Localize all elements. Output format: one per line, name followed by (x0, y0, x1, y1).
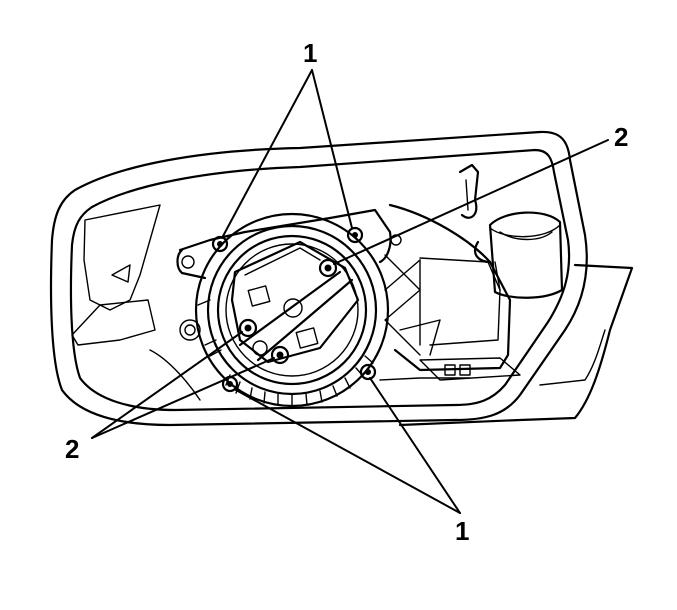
leader-1-bottom-b (369, 377, 461, 514)
callout-2-right: 2 (614, 122, 628, 152)
callout-1-top: 1 (303, 38, 317, 68)
screw-lower-right (359, 363, 377, 381)
leader-1-top-b (311, 69, 353, 229)
retainer-bottom (270, 345, 290, 365)
pivot-plate (230, 240, 360, 364)
screw-upper-right (346, 226, 364, 244)
leader-2-right (333, 139, 609, 265)
retainer-top (318, 258, 338, 278)
actuator-cylinder (458, 163, 564, 299)
retainers (238, 258, 338, 365)
leader-1-top-a (221, 69, 313, 239)
retainer-left (238, 318, 258, 338)
callout-1-bottom: 1 (455, 516, 469, 546)
leader-2-left-b (91, 357, 275, 439)
leader-2-left-a (91, 331, 243, 439)
leader-lines (91, 69, 609, 514)
callout-2-left: 2 (65, 434, 79, 464)
mirror-trim (398, 263, 634, 427)
screw-upper-left (211, 235, 229, 253)
mirror-housing (49, 130, 588, 427)
leader-1-bottom-a (235, 389, 461, 514)
glass-motor-ring (194, 212, 390, 408)
motor-housing (379, 203, 521, 381)
